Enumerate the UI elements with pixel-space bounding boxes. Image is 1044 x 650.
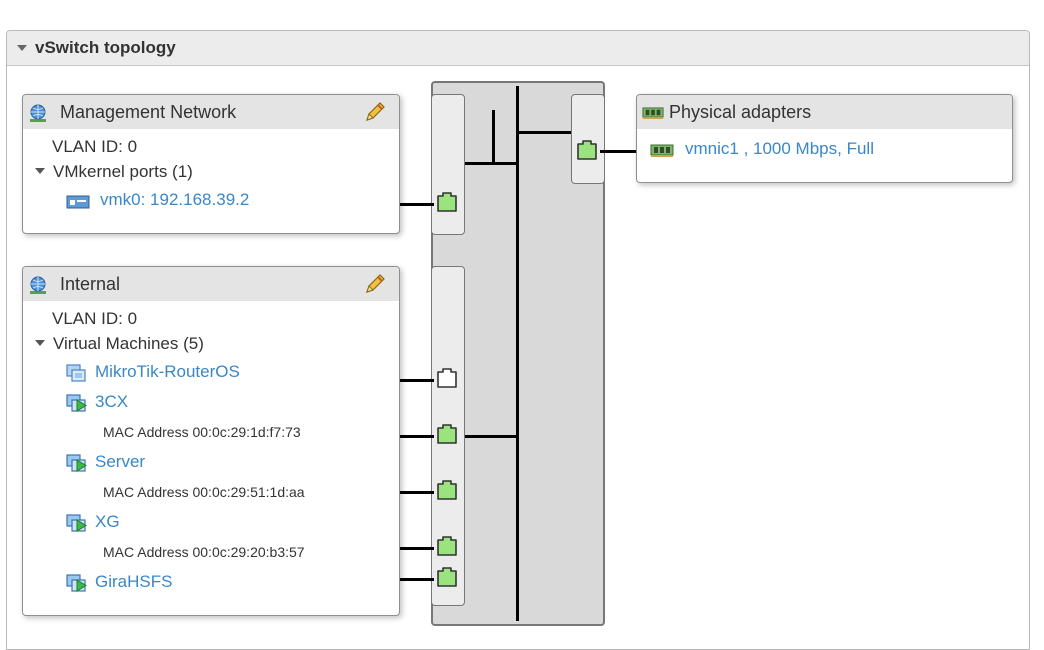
uplink-link-line: [519, 131, 571, 134]
portgroup-internal: Internal VLAN ID: 0 Virtual Machines (5)…: [22, 266, 400, 616]
physical-adapters-title: Physical adapters: [669, 101, 812, 122]
physical-nic-icon: [650, 142, 674, 158]
vm-link-xg[interactable]: XG: [95, 512, 120, 531]
vlan-id-label: VLAN ID: 0: [52, 309, 138, 328]
uplink-column: [571, 94, 605, 184]
portgroup-management-network: Management Network VLAN ID: 0 VMkernel p…: [22, 94, 400, 234]
vmnic1-link[interactable]: vmnic1 , 1000 Mbps, Full: [685, 139, 874, 158]
physical-adapters-header: Physical adapters: [637, 95, 1012, 129]
expand-caret-icon[interactable]: [35, 167, 45, 174]
portgroup-header: Management Network: [23, 95, 399, 129]
vm-link-girahsfs[interactable]: GiraHSFS: [95, 572, 173, 591]
vmk-port-icon[interactable]: [436, 191, 458, 213]
vm-connector-line: [400, 379, 434, 382]
virtual-machines-label: Virtual Machines (5): [53, 334, 204, 353]
collapse-caret-icon[interactable]: [17, 45, 27, 51]
vm-connector-line: [400, 435, 434, 438]
vmk0-link[interactable]: vmk0: 192.168.39.2: [100, 190, 250, 209]
expand-caret-icon[interactable]: [35, 339, 45, 346]
vm-port-active-icon[interactable]: [436, 535, 458, 557]
vm-connector-line: [400, 491, 434, 494]
uplink-port-icon[interactable]: [576, 139, 598, 161]
physical-nic-icon: [642, 105, 664, 120]
network-globe-icon: [28, 103, 48, 123]
vmk-connector-line: [400, 203, 434, 206]
vm-powered-on-icon: [66, 572, 88, 594]
vm-port-active-icon[interactable]: [436, 479, 458, 501]
vm-link-server[interactable]: Server: [95, 452, 146, 471]
mgmt-bus-line: [492, 110, 495, 165]
vm-link-3cx[interactable]: 3CX: [95, 392, 129, 411]
portgroup-title: Management Network: [60, 101, 237, 122]
vm-powered-on-icon: [66, 392, 88, 414]
vm-port-active-icon[interactable]: [436, 423, 458, 445]
vmkernel-ports-toggle[interactable]: VMkernel ports (1): [35, 162, 193, 182]
internal-link-line: [465, 435, 517, 438]
vm-powered-off-icon: [66, 362, 88, 384]
vm-link-mikrotik[interactable]: MikroTik-RouterOS: [95, 362, 240, 381]
portgroup-title: Internal: [60, 273, 121, 294]
vm-port-inactive-icon[interactable]: [436, 367, 458, 389]
network-globe-icon: [28, 275, 48, 295]
vm-powered-on-icon: [66, 512, 88, 534]
vm-mac-address: MAC Address 00:0c:29:51:1d:aa: [103, 484, 305, 500]
physical-adapters-box: Physical adapters vmnic1 , 1000 Mbps, Fu…: [636, 94, 1013, 183]
vm-connector-line: [400, 547, 434, 550]
vm-connector-line: [400, 578, 434, 581]
vm-mac-address: MAC Address 00:0c:29:20:b3:57: [103, 544, 305, 560]
vm-mac-address: MAC Address 00:0c:29:1d:f7:73: [103, 424, 301, 440]
edit-pencil-icon[interactable]: [363, 272, 387, 296]
panel-title: vSwitch topology: [35, 38, 176, 57]
vm-port-active-icon[interactable]: [436, 566, 458, 588]
virtual-machines-toggle[interactable]: Virtual Machines (5): [35, 334, 204, 354]
vswitch-backbone-line: [516, 86, 519, 621]
edit-pencil-icon[interactable]: [363, 100, 387, 124]
vmkernel-ports-label: VMkernel ports (1): [53, 162, 193, 181]
vmkernel-nic-icon: [66, 194, 90, 210]
pnic-connector-line: [600, 150, 638, 153]
portgroup-column-mgmt: [431, 94, 465, 235]
mgmt-link-line: [465, 162, 517, 165]
portgroup-header: Internal: [23, 267, 399, 301]
panel-header[interactable]: vSwitch topology: [7, 31, 1029, 66]
vm-powered-on-icon: [66, 452, 88, 474]
vlan-id-label: VLAN ID: 0: [52, 137, 138, 156]
